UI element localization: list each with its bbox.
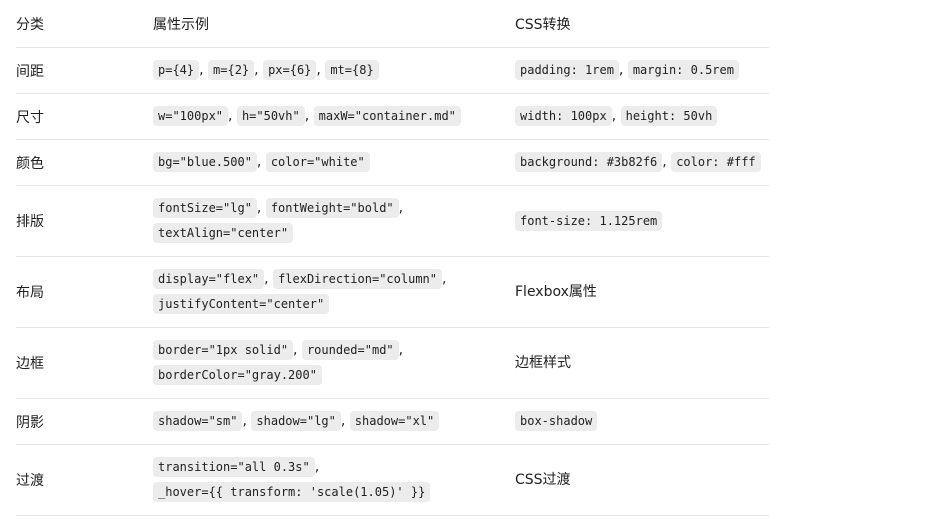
example-code: borderColor="gray.200" (153, 365, 322, 385)
separator: , (304, 108, 310, 124)
separator: , (662, 154, 667, 170)
separator: , (228, 108, 233, 124)
example-code: px={6} (263, 60, 317, 80)
css-code: box-shadow (515, 411, 598, 431)
css-cell: 边框样式 (515, 354, 571, 371)
examples-cell: w="100px", h="50vh", maxW="container.md" (153, 104, 515, 129)
example-code: fontWeight="bold" (265, 198, 399, 218)
example-code: _hover={{ transform: 'scale(1.05)' }} (153, 482, 431, 502)
table-row: 布局 display="flex", flexDirection="column… (16, 257, 769, 328)
header-category: 分类 (16, 16, 44, 33)
example-code: textAlign="center" (153, 223, 294, 243)
example-code: fontSize="lg" (153, 198, 257, 218)
category-cell: 间距 (16, 63, 44, 80)
example-code: shadow="sm" (153, 411, 243, 431)
header-examples: 属性示例 (153, 16, 209, 33)
header-css: CSS转换 (515, 16, 571, 33)
separator: , (611, 108, 617, 124)
category-cell: 布局 (16, 285, 44, 301)
css-code: color: #fff (671, 152, 761, 172)
example-code: display="flex" (153, 269, 265, 289)
example-code: w="100px" (153, 106, 229, 126)
example-code: flexDirection="column" (273, 269, 443, 289)
example-code: transition="all 0.3s" (153, 457, 315, 477)
separator: , (398, 200, 404, 216)
example-code: color="white" (265, 152, 370, 172)
example-code: shadow="lg" (251, 411, 341, 431)
css-code: height: 50vh (620, 106, 718, 126)
example-code: maxW="container.md" (313, 106, 461, 126)
table-row: 排版 fontSize="lg", fontWeight="bold", tex… (16, 186, 769, 257)
separator: , (254, 62, 259, 78)
separator: , (293, 342, 298, 358)
category-cell: 阴影 (16, 414, 44, 431)
separator: , (316, 62, 321, 78)
css-code: width: 100px (515, 106, 612, 126)
separator: , (398, 342, 404, 358)
separator: , (264, 271, 269, 287)
examples-cell: shadow="sm", shadow="lg", shadow="xl" (153, 409, 515, 434)
example-code: border="1px solid" (153, 340, 294, 360)
separator: , (442, 271, 447, 287)
category-cell: 过渡 (16, 473, 44, 489)
examples-cell: display="flex", flexDirection="column", … (153, 267, 515, 317)
table-row: 过渡 transition="all 0.3s", _hover={{ tran… (16, 445, 769, 516)
separator: , (256, 200, 262, 216)
example-code: rounded="md" (301, 340, 399, 360)
table-row: 尺寸 w="100px", h="50vh", maxW="container.… (16, 94, 769, 140)
example-code: justifyContent="center" (153, 294, 330, 314)
example-code: h="50vh" (236, 106, 305, 126)
css-cell: CSS过渡 (515, 471, 571, 488)
table-row: 阴影 shadow="sm", shadow="lg", shadow="xl"… (16, 399, 769, 445)
css-code: font-size: 1.125rem (515, 210, 663, 231)
examples-line: border="1px solid", rounded="md", (153, 338, 515, 363)
examples-line: transition="all 0.3s", (153, 455, 515, 480)
category-cell: 尺寸 (16, 109, 44, 126)
separator: , (314, 459, 320, 475)
separator: , (256, 154, 262, 170)
category-cell: 边框 (16, 356, 44, 372)
separator: , (618, 62, 624, 78)
example-code: p={4} (153, 60, 200, 80)
examples-line: _hover={{ transform: 'scale(1.05)' }} (153, 480, 515, 505)
table-row: 颜色 bg="blue.500", color="white" backgrou… (16, 140, 769, 186)
category-cell: 颜色 (16, 155, 44, 172)
examples-cell: bg="blue.500", color="white" (153, 150, 515, 175)
category-cell: 排版 (16, 214, 44, 230)
example-code: mt={8} (325, 60, 379, 80)
examples-cell: transition="all 0.3s", _hover={{ transfo… (153, 455, 515, 505)
css-cell: width: 100px, height: 50vh (515, 104, 769, 129)
css-cell: font-size: 1.125rem (515, 209, 769, 234)
properties-table: 分类 属性示例 CSS转换 间距 p={4}, m={2}, px={6}, m… (16, 0, 769, 516)
examples-line: fontSize="lg", fontWeight="bold", (153, 196, 515, 221)
example-code: bg="blue.500" (153, 152, 257, 172)
examples-line: borderColor="gray.200" (153, 363, 515, 388)
css-cell: padding: 1rem, margin: 0.5rem (515, 58, 769, 83)
examples-line: textAlign="center" (153, 221, 515, 246)
table-row: 边框 border="1px solid", rounded="md", bor… (16, 328, 769, 399)
table-header-row: 分类 属性示例 CSS转换 (16, 0, 769, 48)
examples-cell: fontSize="lg", fontWeight="bold", textAl… (153, 196, 515, 246)
css-code: background: #3b82f6 (515, 152, 663, 172)
examples-cell: p={4}, m={2}, px={6}, mt={8} (153, 58, 515, 83)
examples-line: display="flex", flexDirection="column", (153, 267, 515, 292)
examples-cell: border="1px solid", rounded="md", border… (153, 338, 515, 388)
separator: , (340, 413, 346, 429)
css-cell: background: #3b82f6, color: #fff (515, 150, 769, 175)
separator: , (199, 62, 204, 78)
example-code: m={2} (208, 60, 255, 80)
css-code: margin: 0.5rem (627, 60, 739, 80)
css-cell: box-shadow (515, 409, 769, 434)
examples-line: justifyContent="center" (153, 292, 515, 317)
example-code: shadow="xl" (349, 411, 440, 431)
css-cell: Flexbox属性 (515, 283, 597, 300)
css-code: padding: 1rem (515, 60, 619, 80)
table-row: 间距 p={4}, m={2}, px={6}, mt={8} padding:… (16, 48, 769, 94)
separator: , (242, 413, 247, 429)
